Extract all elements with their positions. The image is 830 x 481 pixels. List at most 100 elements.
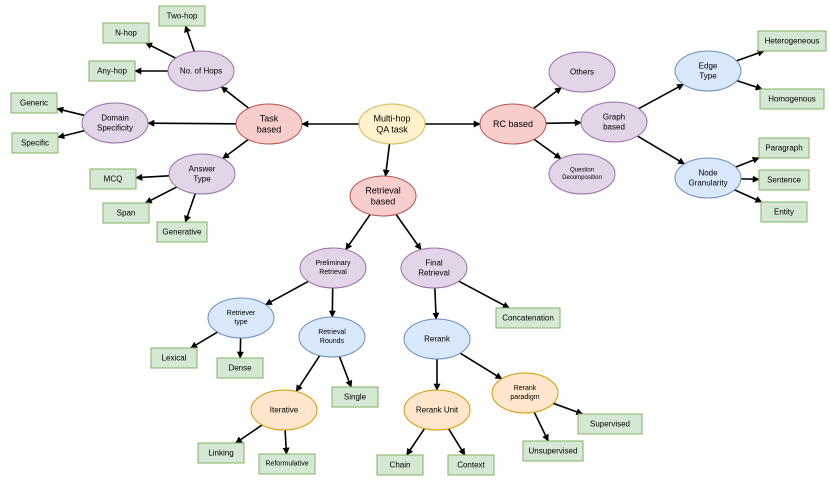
- node-generic-label: Generic: [20, 99, 48, 108]
- node-reformulative-shape: [258, 453, 316, 475]
- edge-answer-type-to-mcq: [135, 173, 170, 181]
- node-paragraph: Paragraph: [758, 137, 810, 159]
- node-rc-based-label: RC based: [493, 119, 533, 129]
- node-answer-type-shape: [168, 153, 236, 195]
- node-specific-shape: [11, 132, 59, 154]
- node-chain-shape: [376, 454, 424, 476]
- node-no-of-hops-label: No. of Hops: [180, 67, 222, 76]
- node-task-based-shape: [235, 103, 303, 145]
- node-paragraph-label: Paragraph: [765, 144, 802, 153]
- node-rerank-label: Rerank: [424, 335, 451, 344]
- node-context: Context: [447, 454, 495, 476]
- edge-final-retrieval-to-concatenation: [458, 280, 510, 309]
- edge-answer-type-to-generative: [184, 193, 197, 223]
- node-retrieval-based-shape: [349, 175, 417, 217]
- node-node-granularity-shape: [674, 157, 742, 199]
- node-single-label: Single: [344, 393, 367, 402]
- edge-no-of-hops-to-two-hop: [184, 25, 195, 52]
- node-unsupervised: Unsupervised: [522, 440, 584, 462]
- node-sentence-shape: [758, 169, 810, 191]
- node-homogenous-label: Homogenous: [768, 95, 816, 104]
- node-rerank: Rerank: [403, 318, 471, 360]
- node-final-retrieval-label: Retrieval: [418, 269, 450, 278]
- node-specific: Specific: [11, 132, 59, 154]
- node-paragraph-shape: [758, 137, 810, 159]
- node-retrieval-based-label: Retrieval: [365, 185, 401, 195]
- node-rc-based-shape: [479, 103, 547, 145]
- edge-rc-based-to-others: [533, 86, 562, 110]
- node-reformulative: Reformulative: [258, 453, 316, 475]
- edge-root-to-retrieval-based: [382, 143, 391, 177]
- node-question-decomposition-shape: [548, 153, 616, 195]
- node-span-label: Span: [117, 209, 136, 218]
- edge-retrieval-based-to-final-retrieval: [395, 213, 422, 251]
- edge-domain-specificity-to-specific: [57, 129, 85, 140]
- node-answer-type-label: Answer: [189, 165, 216, 174]
- edge-iterative-to-linking: [235, 424, 263, 444]
- node-retrieval-rounds-shape: [298, 316, 366, 358]
- node-concatenation-label: Concatenation: [502, 314, 554, 323]
- node-root-shape: [358, 103, 426, 145]
- node-mcq-shape: [89, 168, 137, 190]
- node-dense-shape: [216, 357, 264, 379]
- node-unsupervised-shape: [522, 440, 584, 462]
- node-task-based-label: based: [257, 125, 282, 135]
- node-domain-specificity-shape: [81, 102, 149, 144]
- node-sentence: Sentence: [758, 169, 810, 191]
- node-graph-based-label: based: [603, 123, 625, 132]
- node-concatenation-shape: [495, 307, 561, 329]
- node-supervised: Supervised: [577, 413, 643, 435]
- node-rerank-paradigm-shape: [491, 372, 559, 414]
- node-others-shape: [548, 51, 616, 93]
- node-retriever-type-label: type: [234, 319, 247, 326]
- node-linking-shape: [197, 442, 245, 464]
- node-question-decomposition-label: Question: [570, 167, 594, 173]
- edge-rc-based-to-question-decomposition: [533, 138, 562, 160]
- edge-no-of-hops-to-n-hop: [145, 42, 177, 59]
- node-generative: Generative: [156, 221, 208, 243]
- node-two-hop-shape: [158, 5, 206, 27]
- node-no-of-hops: No. of Hops: [167, 50, 235, 92]
- edge-domain-specificity-to-generic: [56, 106, 85, 117]
- edge-rerank-paradigm-to-supervised: [553, 402, 584, 416]
- node-final-retrieval-shape: [400, 247, 468, 289]
- edge-task-based-to-domain-specificity: [147, 119, 237, 127]
- node-dense-label: Dense: [228, 364, 252, 373]
- node-n-hop-shape: [102, 22, 150, 44]
- node-others: Others: [548, 51, 616, 93]
- node-task-based: Task based: [235, 103, 303, 145]
- node-iterative: Iterative: [250, 389, 318, 431]
- node-iterative-shape: [250, 389, 318, 431]
- node-no-of-hops-shape: [167, 50, 235, 92]
- node-sentence-label: Sentence: [767, 176, 801, 185]
- node-mcq: MCQ: [89, 168, 137, 190]
- node-rerank-paradigm-label: Rerank: [514, 385, 537, 392]
- edge-rerank-unit-to-context: [447, 428, 466, 456]
- node-edge-type-label: Edge: [699, 62, 718, 71]
- edge-graph-based-to-edge-type: [638, 83, 685, 110]
- node-task-based-label: Task: [260, 113, 279, 123]
- edge-final-retrieval-to-rerank: [432, 287, 440, 320]
- node-domain-specificity-label: Domain: [101, 114, 129, 123]
- node-rc-based: RC based: [479, 103, 547, 145]
- node-chain: Chain: [376, 454, 424, 476]
- node-answer-type-label: Type: [193, 175, 211, 184]
- node-mcq-label: MCQ: [104, 175, 123, 184]
- node-entity-shape: [760, 201, 808, 223]
- node-n-hop: N-hop: [102, 22, 150, 44]
- edge-answer-type-to-span: [144, 186, 178, 204]
- edge-preliminary-retrieval-to-retriever-type: [264, 280, 309, 306]
- node-rerank-unit-label: Rerank Unit: [416, 406, 459, 415]
- node-node-granularity-label: Node: [698, 169, 718, 178]
- node-rerank-unit-shape: [403, 389, 471, 431]
- node-lexical: Lexical: [150, 347, 198, 369]
- node-unsupervised-label: Unsupervised: [529, 447, 578, 456]
